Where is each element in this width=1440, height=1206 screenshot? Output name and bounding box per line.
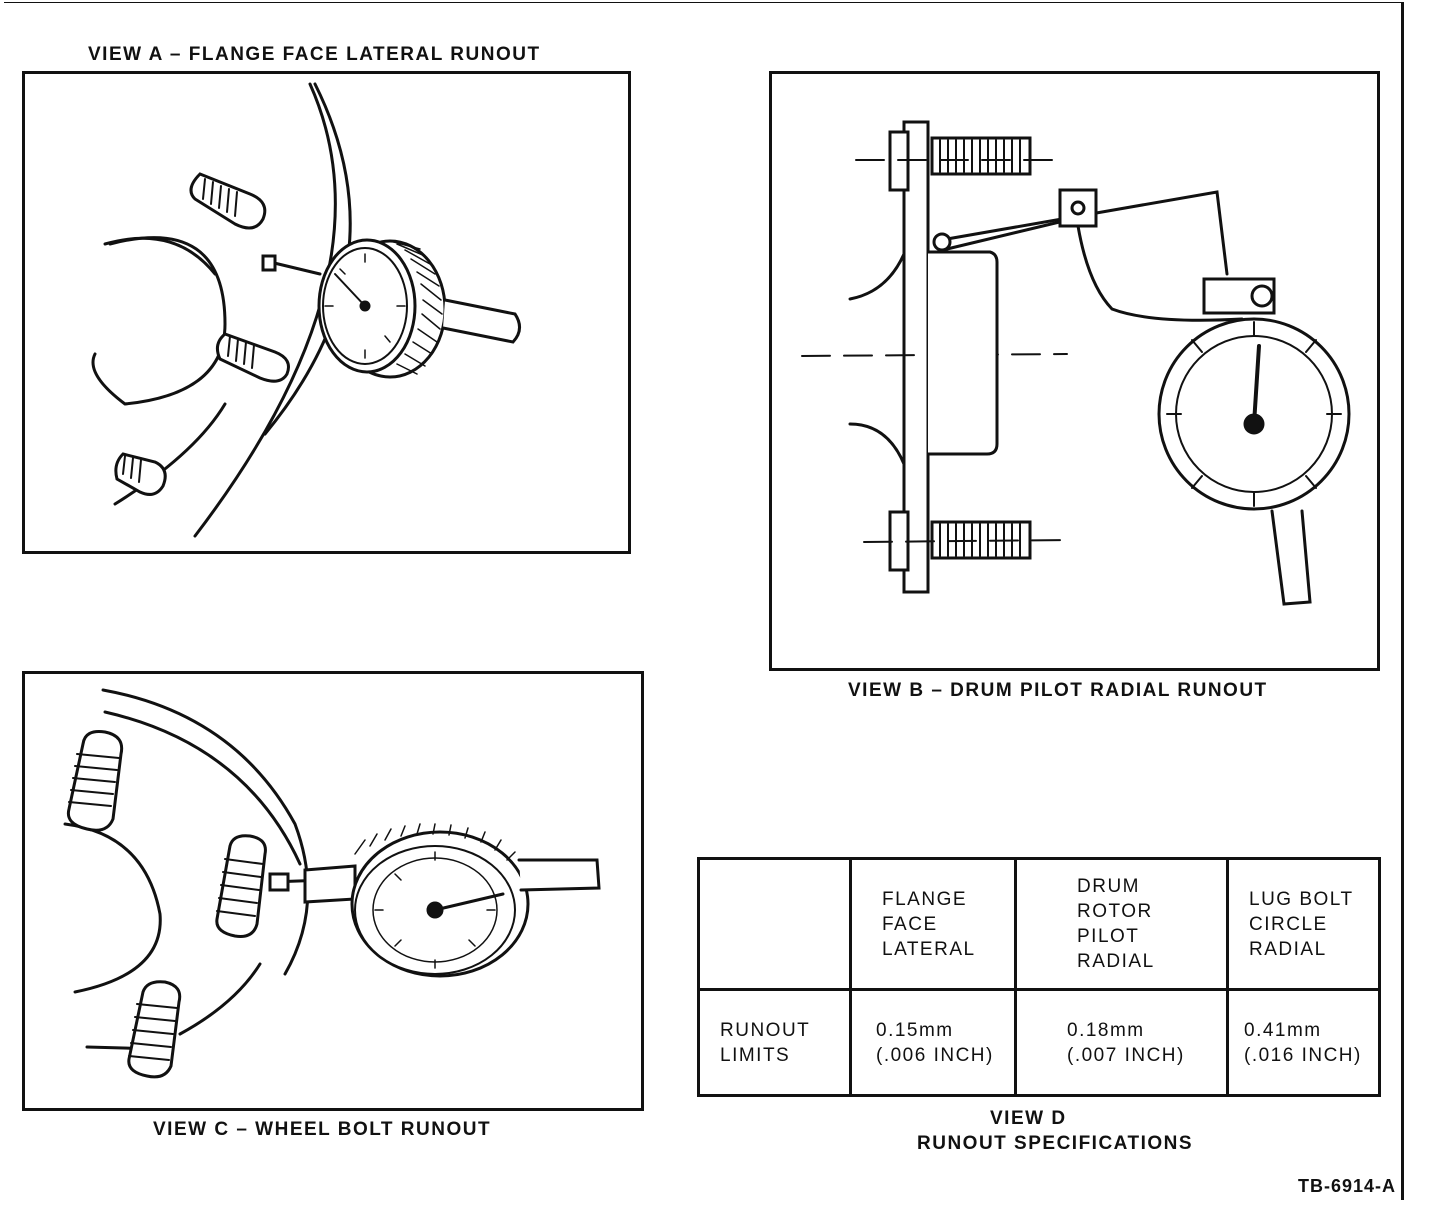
table-header-flange-face-lateral: FLANGE FACE LATERAL xyxy=(849,857,1017,991)
view-c-caption: VIEW C – WHEEL BOLT RUNOUT xyxy=(153,1119,492,1140)
wheel-stud xyxy=(189,172,267,230)
lug-bolt-circle-radial-limit: 0.41mm (.016 INCH) xyxy=(1226,988,1381,1097)
flange-dial-indicator-drawing xyxy=(91,82,521,538)
wheel-bolt xyxy=(215,834,267,938)
table-header-empty xyxy=(697,857,852,991)
runout-specifications-table: FLANGE FACE LATERAL DRUM ROTOR PILOT RAD… xyxy=(697,857,1381,1097)
dial-gauge xyxy=(1157,317,1351,606)
wheel-stud xyxy=(114,452,167,496)
view-b-caption: VIEW B – DRUM PILOT RADIAL RUNOUT xyxy=(848,680,1268,701)
drum-pilot xyxy=(926,250,999,456)
figure-code: TB-6914-A xyxy=(1297,1176,1396,1196)
table-row: RUNOUT LIMITS 0.15mm (.006 INCH) 0.18mm … xyxy=(697,988,1381,1097)
dial-indicator xyxy=(317,238,521,379)
view-a-illustration xyxy=(22,71,631,554)
wheel-stud xyxy=(215,332,290,383)
table-header-lug-bolt-circle-radial: LUG BOLT CIRCLE RADIAL xyxy=(1226,857,1381,991)
drum-rotor-pilot-radial-limit: 0.18mm (.007 INCH) xyxy=(1014,988,1229,1097)
dial-indicator xyxy=(350,823,601,978)
table-header-drum-rotor-pilot-radial: DRUM ROTOR PILOT RADIAL xyxy=(1014,857,1229,991)
flange-face-lateral-limit: 0.15mm (.006 INCH) xyxy=(849,988,1017,1097)
wheel-bolt-dial-indicator-drawing xyxy=(63,688,601,1079)
lug-stud xyxy=(930,136,1032,176)
drum-pilot-dial-indicator-drawing xyxy=(801,120,1351,606)
view-d-caption-line2: RUNOUT SPECIFICATIONS xyxy=(917,1133,1194,1154)
table-header-row: FLANGE FACE LATERAL DRUM ROTOR PILOT RAD… xyxy=(697,857,1381,991)
view-c-illustration xyxy=(22,671,644,1111)
view-b-illustration xyxy=(769,71,1380,671)
page-frame xyxy=(4,2,1404,1200)
wheel-bolt xyxy=(127,980,182,1079)
view-a-caption: VIEW A – FLANGE FACE LATERAL RUNOUT xyxy=(88,44,541,65)
row-label-runout-limits: RUNOUT LIMITS xyxy=(697,988,852,1097)
wheel-bolt xyxy=(66,730,124,832)
view-d-caption-line1: VIEW D xyxy=(990,1108,1067,1129)
flange-edge xyxy=(193,82,337,538)
axle-flange xyxy=(902,120,930,594)
